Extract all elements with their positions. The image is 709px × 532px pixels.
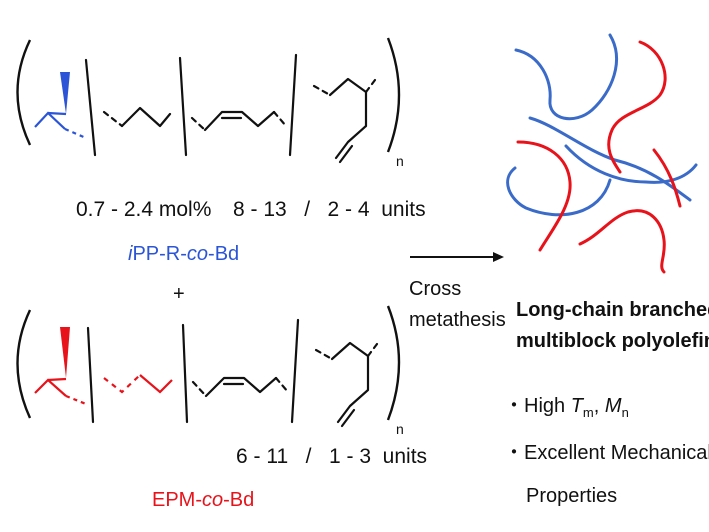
top-composition-label: 0.7 - 2.4 mol% bbox=[76, 198, 211, 221]
top-vinyl-butadiene-unit bbox=[312, 74, 380, 164]
top-units-label: 8 - 13 / 2 - 4 units bbox=[233, 198, 426, 221]
stereo-wedge-red bbox=[60, 327, 70, 378]
top-repeat-subscript: n bbox=[396, 153, 404, 169]
unit-separator bbox=[288, 53, 298, 157]
product-title-line2: multiblock polyolefin bbox=[516, 330, 709, 352]
name-co: co bbox=[187, 243, 208, 265]
top-ethylene-unit bbox=[102, 106, 172, 128]
name-main: PP-R- bbox=[132, 243, 186, 265]
top-polymer-name: iPP-R-co-Bd bbox=[128, 243, 239, 265]
bullet1-T-subscript: m bbox=[583, 405, 594, 420]
property-bullet-3: Properties bbox=[526, 485, 617, 507]
bottom-polymer-structure: n bbox=[16, 305, 404, 437]
top-propylene-unit bbox=[34, 72, 87, 140]
unit-separator bbox=[84, 58, 97, 157]
bottom-propylene-unit bbox=[34, 327, 87, 406]
bottom-polymer-name: EPM-co-Bd bbox=[152, 489, 254, 511]
plus-sign: + bbox=[173, 283, 185, 305]
name-suffix: -Bd bbox=[223, 489, 254, 511]
bullet1-prefix: ・High bbox=[504, 395, 571, 417]
bottom-trans-butadiene-unit bbox=[191, 376, 290, 398]
top-polymer-structure: n bbox=[16, 37, 404, 169]
bottom-vinyl-butadiene-unit bbox=[314, 338, 382, 428]
property-bullet-2: ・Excellent Mechanical bbox=[504, 442, 709, 464]
unit-separator bbox=[181, 323, 189, 424]
bottom-left-parenthesis bbox=[16, 309, 32, 419]
bottom-right-parenthesis bbox=[386, 305, 401, 421]
bottom-units-label: 6 - 11 / 1 - 3 units bbox=[236, 445, 427, 468]
name-suffix: -Bd bbox=[208, 243, 239, 265]
bullet1-M: M bbox=[605, 395, 622, 417]
bullet1-separator: , bbox=[594, 395, 605, 417]
reaction-arrow bbox=[410, 252, 504, 262]
bottom-ethylene-unit bbox=[103, 374, 173, 394]
top-trans-butadiene-unit bbox=[190, 110, 288, 132]
top-right-parenthesis bbox=[386, 37, 401, 153]
polymer-network-illustration bbox=[506, 33, 698, 274]
name-co: co bbox=[202, 489, 223, 511]
bullet1-T: T bbox=[571, 395, 585, 417]
reaction-label-line2: metathesis bbox=[409, 309, 506, 331]
bullet1-M-subscript: n bbox=[622, 405, 629, 420]
top-left-parenthesis bbox=[16, 39, 32, 146]
product-title-line1: Long-chain branched bbox=[516, 299, 709, 321]
bottom-repeat-subscript: n bbox=[396, 421, 404, 437]
name-main: EPM- bbox=[152, 489, 202, 511]
unit-separator bbox=[86, 326, 95, 424]
unit-separator bbox=[178, 56, 188, 157]
unit-separator bbox=[290, 318, 300, 424]
property-bullet-1: ・High Tm, Mn bbox=[504, 395, 629, 420]
stereo-wedge-blue bbox=[60, 72, 70, 114]
name-prefix: i bbox=[128, 243, 133, 265]
reaction-label-line1: Cross bbox=[409, 278, 461, 300]
